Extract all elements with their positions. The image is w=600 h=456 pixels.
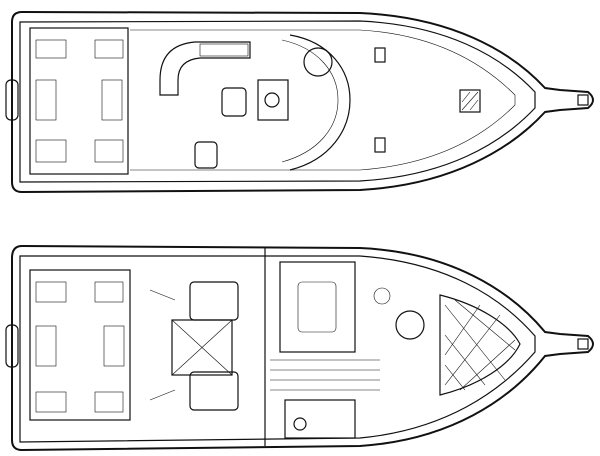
berth-cushion-pattern xyxy=(444,299,516,391)
interior-plan-view xyxy=(5,244,594,452)
head-toilet xyxy=(395,310,425,340)
radar-dome xyxy=(303,47,333,77)
stern-cleat xyxy=(5,324,19,368)
hatch-panel xyxy=(35,281,67,303)
hatch-panel xyxy=(35,39,67,59)
helm-chair xyxy=(221,87,247,117)
windshield xyxy=(289,34,351,171)
sink xyxy=(297,281,337,333)
v-berth xyxy=(439,294,521,396)
foredeck-hatch xyxy=(459,89,481,113)
hatch-panel xyxy=(94,391,124,413)
hatch-panel xyxy=(35,79,57,121)
hatch-panel xyxy=(94,39,124,59)
swim-platform-hatch xyxy=(29,27,129,175)
helm-seating xyxy=(159,41,251,96)
exhaust-line xyxy=(149,289,176,401)
seat-cushion xyxy=(199,43,249,57)
hull-outline xyxy=(11,10,594,194)
galley-counter xyxy=(279,261,356,353)
deck-inner-line xyxy=(130,29,516,171)
deck-plan-view xyxy=(5,10,594,194)
head-sink xyxy=(373,287,391,305)
engine-hatch-cross xyxy=(171,319,233,376)
deck-edge xyxy=(19,20,536,183)
hatch-panel xyxy=(94,139,124,163)
anchor-roller xyxy=(577,338,589,350)
cabin-floor-planks xyxy=(270,359,380,391)
stern-cleat xyxy=(5,79,19,121)
engine-port xyxy=(189,281,239,321)
engine-starboard xyxy=(189,371,239,411)
hatch-panel xyxy=(94,281,124,303)
cockpit-floor xyxy=(29,269,131,421)
stove-burner xyxy=(293,417,307,431)
hatch-panel xyxy=(35,391,67,413)
hatch-panel xyxy=(35,139,67,163)
steering-wheel xyxy=(264,92,280,108)
anchor-roller xyxy=(577,94,589,106)
windshield-inner xyxy=(281,39,339,163)
deck-edge xyxy=(19,255,536,443)
vent-hatch xyxy=(374,47,386,63)
hatch-panel xyxy=(101,79,123,121)
hatch-panel xyxy=(35,325,57,367)
vent-hatch xyxy=(374,137,386,153)
dinette xyxy=(284,399,356,439)
hull-outline xyxy=(11,244,594,452)
companion-chair xyxy=(194,141,218,169)
hatch-hatching xyxy=(461,91,479,111)
hatch-panel xyxy=(103,325,125,367)
helm-console xyxy=(257,79,289,121)
